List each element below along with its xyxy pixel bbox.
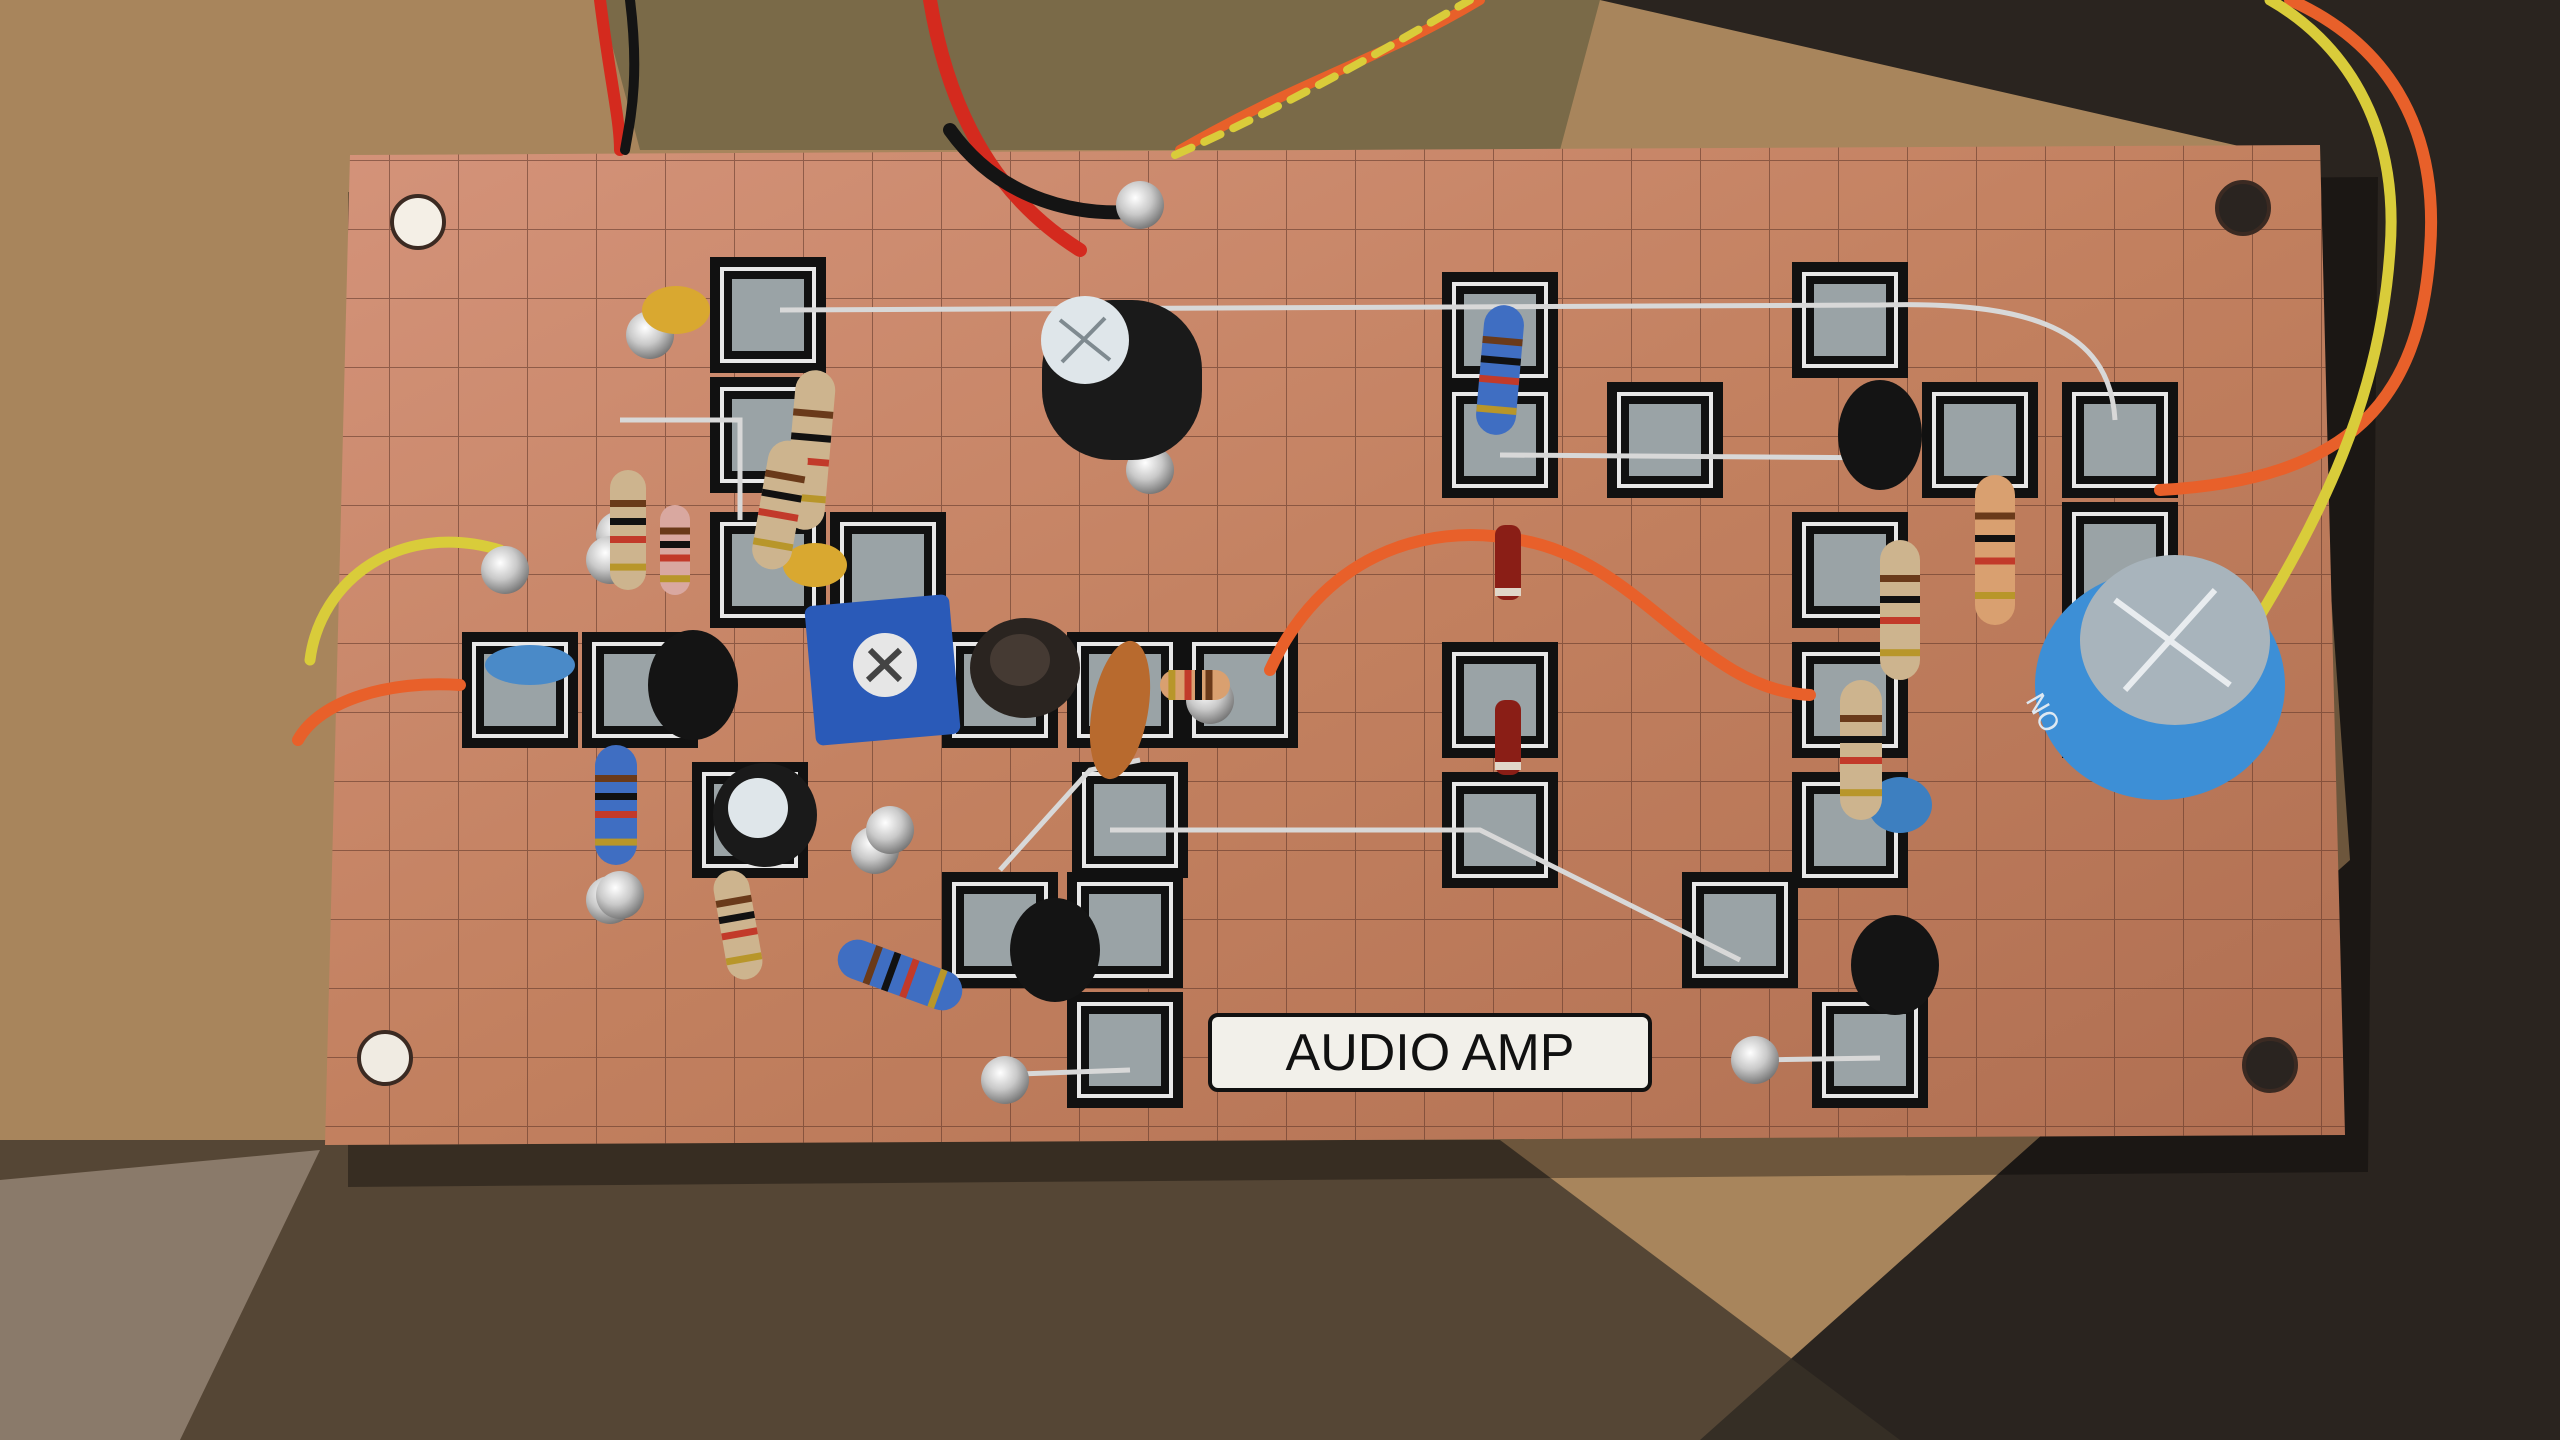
twisted-cable-yellow: [1171, 0, 1474, 159]
pad: [1682, 872, 1798, 988]
ceramic-capacitor-top-left: [642, 286, 710, 334]
left-input-orange: [292, 678, 466, 746]
mounting-hole-bottom-right: [2242, 1037, 2298, 1093]
transistor-small-right: [1868, 777, 1932, 833]
resistor: [1840, 680, 1882, 820]
transistor-top-right: [1838, 380, 1922, 490]
ceramic-capacitor-middle: [783, 543, 847, 587]
ceramic-capacitor-blue-left: [485, 645, 575, 685]
transistor-bottom-center: [1010, 898, 1100, 1002]
pad: [710, 257, 826, 373]
solder-joint: [1116, 181, 1164, 229]
pad: [1812, 992, 1928, 1108]
resistor: [713, 870, 763, 980]
mounting-hole-bottom-left: [357, 1030, 413, 1086]
transistor-left: [648, 630, 738, 740]
top-rail-wire: [779, 302, 2118, 421]
pad: [1067, 992, 1183, 1108]
resistors: [595, 305, 2015, 1011]
transistor-bottom-right: [1851, 915, 1939, 1015]
resistor: [595, 745, 637, 865]
pad: [1922, 382, 2038, 498]
solder-joint: [596, 871, 644, 919]
cardboard-top-flap: [600, 0, 1600, 150]
right-cable-yellow: [2239, 0, 2397, 646]
pad: [1607, 382, 1723, 498]
diodes: [1495, 525, 1521, 775]
resistor: [1880, 540, 1920, 680]
diode-upper: [1495, 525, 1521, 600]
pad: [1792, 262, 1908, 378]
electrolytic-capacitor-small-left: [713, 763, 817, 867]
lower-rail-wire: [1110, 827, 1742, 963]
solder-joint: [981, 1056, 1029, 1104]
left-input-yellow: [304, 536, 506, 666]
board-label: AUDIO AMP: [1208, 1013, 1652, 1092]
pad: [1072, 762, 1188, 878]
resistor: [1975, 475, 2015, 625]
mid-rail-wire: [1499, 452, 1901, 461]
electrolytic-capacitor-large: NO: [2019, 555, 2285, 800]
ceramic-capacitor-orange: [1089, 640, 1151, 780]
solder-joint: [1731, 1036, 1779, 1084]
mounting-holes: [357, 180, 2298, 1093]
resistor: [610, 470, 646, 590]
cardboard-corner-bottom-left: [0, 1150, 320, 1440]
diode-lower: [1495, 700, 1521, 775]
solder-joint: [866, 806, 914, 854]
resistor: [1160, 670, 1230, 700]
board-label-text: AUDIO AMP: [1286, 1024, 1575, 1082]
floor-shadow-bottom: [0, 1140, 1900, 1440]
resistor: [660, 505, 690, 595]
solder-joint: [481, 546, 529, 594]
right-cable-orange: [2154, 0, 2438, 496]
pad: [2062, 382, 2178, 498]
resistor: [1476, 305, 1524, 435]
resistor: [837, 939, 963, 1011]
inductor: [970, 618, 1080, 718]
components: NO: [485, 286, 2285, 1015]
red-black-cable-red: [923, 0, 1087, 257]
twisted-cable-orange: [1175, 0, 1485, 155]
top-left-red-black-lead: [594, 0, 626, 156]
left-vertical-wire: [620, 417, 743, 520]
electrolytic-capacitor-top: [1041, 296, 1202, 460]
resistor: [752, 440, 808, 570]
mounting-hole-top-left: [390, 194, 446, 250]
mounting-hole-top-right: [2215, 180, 2271, 236]
board-label-background: [1208, 1013, 1652, 1092]
trimmer-potentiometer: [804, 594, 961, 746]
top-left-black-lead: [620, 0, 640, 155]
